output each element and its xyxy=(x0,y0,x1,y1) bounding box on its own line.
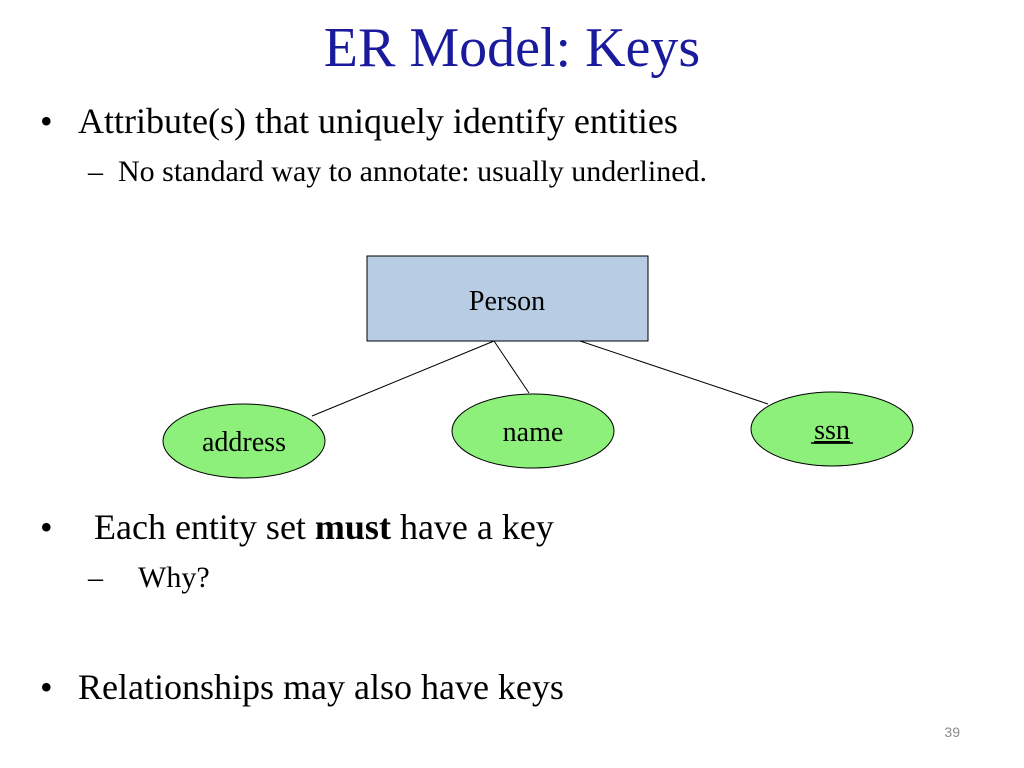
slide-number: 39 xyxy=(944,724,960,740)
bullet-2-text-pre: Each entity set xyxy=(94,507,315,547)
slide-title: ER Model: Keys xyxy=(323,17,701,79)
bullet-2-sub-text: Why? xyxy=(138,561,210,594)
bullet-3-text: Relationships may also have keys xyxy=(78,667,564,707)
entity-person-label: Person xyxy=(469,286,545,317)
attribute-ssn-key xyxy=(750,391,914,467)
attribute-address xyxy=(162,403,326,479)
attribute-ssn-label: ssn xyxy=(814,415,850,446)
entity-person-box xyxy=(366,255,649,342)
dash-marker: – xyxy=(88,561,103,594)
connector-name xyxy=(493,340,530,394)
bullet-2-text-post: have a key xyxy=(390,507,554,547)
bullet-marker: • xyxy=(40,667,53,707)
bullet-marker: • xyxy=(40,507,53,547)
bullet-1-sub-text: No standard way to annotate: usually und… xyxy=(118,155,708,188)
bullet-2-text: Each entity set must have a key xyxy=(94,506,554,549)
attribute-name-label: name xyxy=(503,417,564,448)
dash-marker: – xyxy=(88,155,103,188)
bullet-2-emphasis: must xyxy=(314,507,391,547)
bullet-marker: • xyxy=(40,101,53,141)
connector-address xyxy=(311,340,495,417)
connector-ssn xyxy=(579,340,769,405)
attribute-address-label: address xyxy=(202,427,286,458)
bullet-1-text: Attribute(s) that uniquely identify enti… xyxy=(78,101,678,141)
attribute-name xyxy=(451,393,615,469)
